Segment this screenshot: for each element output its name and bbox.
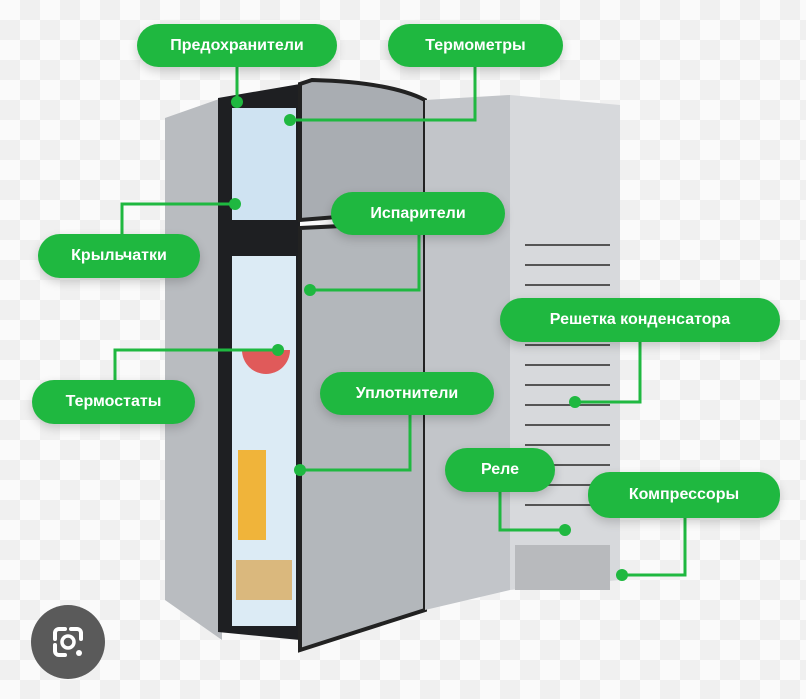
label-thermostats: Термостаты [32, 380, 195, 424]
compressor [515, 545, 610, 590]
fridge-door [298, 219, 427, 653]
connector-lines [113, 66, 687, 577]
connector-dots [229, 96, 628, 581]
google-lens-button[interactable] [31, 605, 105, 679]
label-fans: Крыльчатки [38, 234, 200, 278]
freezer-interior [232, 108, 296, 220]
google-lens-icon [53, 627, 83, 657]
label-compressors: Компрессоры [588, 472, 780, 518]
label-condenser-grid: Решетка конденсатора [500, 298, 780, 342]
juice-bottles [238, 450, 266, 540]
label-thermometers: Термометры [388, 24, 563, 67]
label-relay: Реле [445, 448, 555, 492]
label-seals: Уплотнители [320, 372, 494, 415]
label-evaporators: Испарители [331, 192, 505, 235]
fruit-drawer [236, 560, 292, 600]
rear-fridge-side [425, 95, 510, 610]
fridge-side [165, 98, 222, 640]
label-fuses: Предохранители [137, 24, 337, 67]
